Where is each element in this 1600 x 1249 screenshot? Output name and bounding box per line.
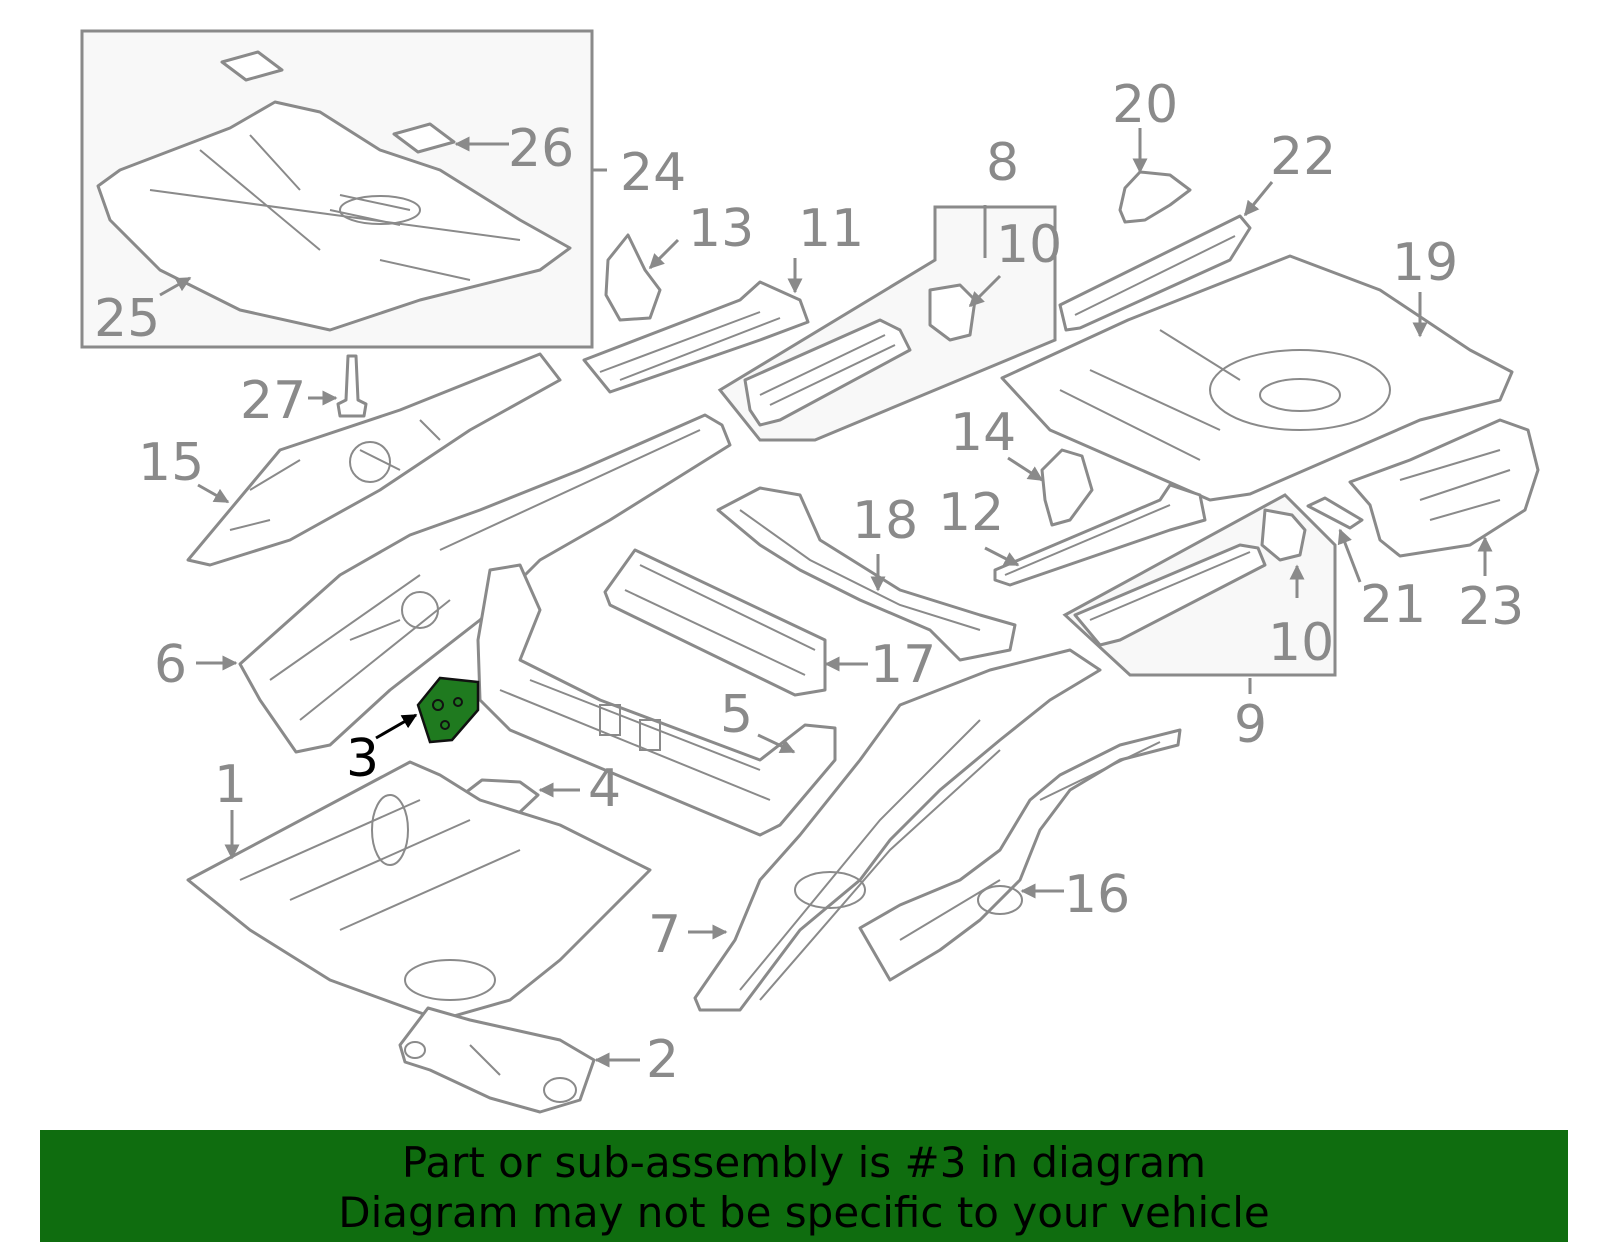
- callout-19: 19: [1392, 233, 1458, 293]
- part-9-member: [1073, 543, 1267, 647]
- part-19-floor-pan: [1000, 254, 1514, 502]
- part-26-pad: [392, 122, 456, 154]
- part-20-bracket: [1118, 128, 1192, 224]
- part-7-side-member: [688, 648, 1102, 1012]
- callout-21: 21: [1360, 575, 1426, 635]
- callout-10-lower: 10: [1268, 613, 1334, 673]
- banner-line-disclaimer: Diagram may not be specific to your vehi…: [338, 1188, 1270, 1237]
- part-6-side-member: [196, 413, 732, 754]
- banner-line-part: Part or sub-assembly is #3 in diagram: [401, 1138, 1207, 1187]
- part-10-bracket-upper: [928, 283, 977, 342]
- part-1-floor-pan: [186, 760, 652, 1022]
- part-14-bracket: [1007, 448, 1094, 527]
- part-2-crossmember: [398, 1006, 640, 1114]
- part-26-pad-top: [220, 50, 284, 82]
- callout-23: 23: [1458, 577, 1524, 637]
- part-10-bracket-lower: [1260, 508, 1307, 562]
- part-17-crossmember: [603, 548, 868, 697]
- info-banner: Part or sub-assembly is #3 in diagram Di…: [40, 1130, 1568, 1242]
- part-12-member: [984, 483, 1207, 587]
- callout-27: 27: [240, 371, 306, 431]
- callout-12: 12: [938, 483, 1004, 543]
- callout-5: 5: [720, 685, 753, 745]
- callout-22: 22: [1270, 127, 1336, 187]
- part-5-crossmember: [476, 563, 837, 837]
- callout-14: 14: [950, 403, 1016, 463]
- part-3-highlighted[interactable]: [375, 676, 480, 744]
- callout-26: 26: [508, 119, 574, 179]
- part-22-reinforcement: [1058, 181, 1274, 332]
- callout-9: 9: [1234, 695, 1267, 755]
- part-11-crossmember: [582, 258, 810, 394]
- callout-3[interactable]: 3: [346, 729, 379, 789]
- callout-2: 2: [646, 1030, 679, 1090]
- callout-1: 1: [214, 755, 247, 815]
- callout-16: 16: [1064, 865, 1130, 925]
- callout-18: 18: [852, 491, 918, 551]
- callout-25: 25: [94, 289, 160, 349]
- part-27-bolt: [308, 354, 368, 418]
- part-18-crossmember: [716, 486, 1017, 662]
- part-23-panel: [1348, 418, 1540, 576]
- part-21-brace: [1306, 496, 1364, 583]
- part-15-rail: [186, 352, 562, 567]
- callout-24: 24: [620, 143, 686, 203]
- part-8-member: [743, 318, 912, 427]
- callout-6: 6: [154, 635, 187, 695]
- callout-20: 20: [1112, 75, 1178, 135]
- callout-10-upper: 10: [996, 215, 1062, 275]
- callout-8: 8: [986, 133, 1019, 193]
- part-25-undercover: [96, 100, 572, 332]
- callout-4: 4: [588, 759, 621, 819]
- callout-13: 13: [688, 199, 754, 259]
- callout-11: 11: [798, 199, 864, 259]
- group-box-9: [1062, 493, 1337, 694]
- group-box-8: [717, 205, 1057, 442]
- part-16-side-member: [858, 728, 1182, 982]
- callout-17: 17: [870, 635, 936, 695]
- callout-15: 15: [138, 433, 204, 493]
- group-box-24: [80, 29, 607, 349]
- callout-7: 7: [648, 905, 681, 965]
- part-13-bracket: [604, 233, 680, 322]
